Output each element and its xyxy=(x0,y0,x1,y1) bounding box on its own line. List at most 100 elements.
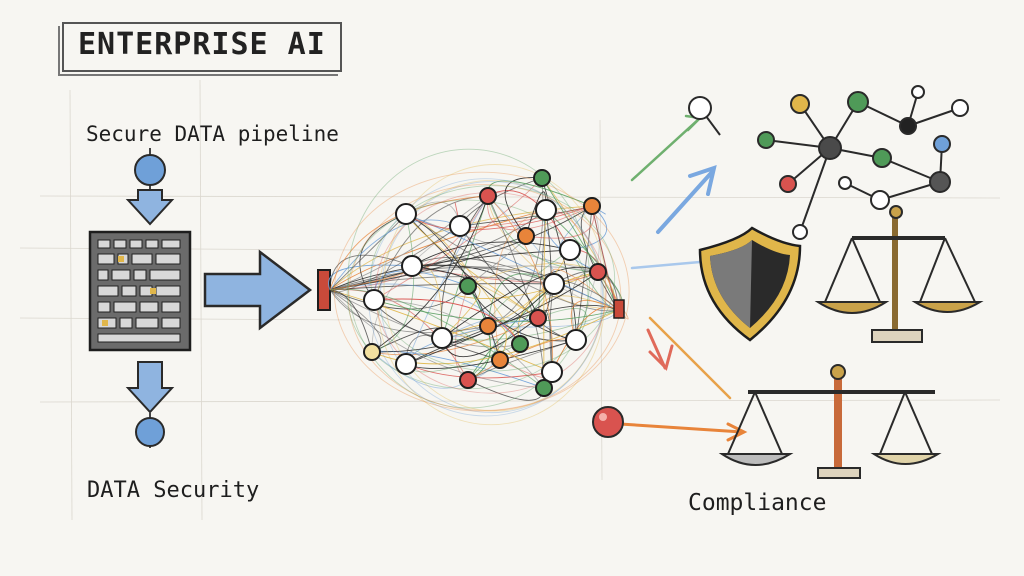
network-node xyxy=(363,289,385,311)
network-edge xyxy=(329,205,593,291)
network-edges xyxy=(328,148,630,426)
compliance-arrow-icon xyxy=(618,422,744,434)
network-edge xyxy=(329,219,461,291)
network-node xyxy=(589,263,607,281)
network-node xyxy=(541,361,563,383)
network-node xyxy=(511,335,529,353)
network-node xyxy=(479,187,497,205)
network-node xyxy=(543,273,565,295)
blue-arrowhead xyxy=(688,164,717,196)
network-edge xyxy=(441,309,619,341)
network-edge xyxy=(405,195,489,365)
network-edge xyxy=(371,225,461,353)
network-edge xyxy=(329,289,373,353)
network-edge xyxy=(487,195,554,373)
network-node xyxy=(401,255,423,277)
network-edge xyxy=(329,289,545,389)
neural-network-icon xyxy=(317,148,630,426)
network-loop xyxy=(348,184,622,411)
network-edge xyxy=(575,205,600,341)
down-arrow-bottom-icon xyxy=(125,361,175,414)
network-edge xyxy=(487,195,599,273)
compliance-arrowhead xyxy=(726,422,748,442)
blue-arrow-icon xyxy=(656,170,714,234)
output-arrows xyxy=(618,114,748,442)
light-arrow-icon xyxy=(630,260,702,270)
network-edge xyxy=(411,264,539,319)
network-nodes xyxy=(363,169,607,397)
network-node xyxy=(491,351,509,369)
network-edge xyxy=(373,299,619,322)
orange-arrow-icon xyxy=(648,316,732,400)
network-edge xyxy=(570,300,619,341)
network-edge xyxy=(569,205,608,251)
network-node xyxy=(459,277,477,295)
network-node xyxy=(395,353,417,375)
network-edge xyxy=(504,177,543,237)
red-arrowhead xyxy=(648,344,674,371)
network-edge xyxy=(405,205,593,231)
network-edge xyxy=(329,225,461,293)
network-edge xyxy=(371,283,555,353)
security-label: DATA Security xyxy=(87,478,260,503)
network-loop xyxy=(370,185,616,372)
network-node xyxy=(533,169,551,187)
network-edge xyxy=(405,213,599,273)
input-node-icon xyxy=(134,148,166,192)
network-edge xyxy=(459,205,593,227)
network-node xyxy=(529,309,547,327)
network-right-connector xyxy=(613,299,625,319)
network-edge xyxy=(551,306,619,373)
network-edge xyxy=(494,209,547,361)
red-arrow-icon xyxy=(646,328,667,370)
network-edge xyxy=(328,264,413,291)
right-arrow-icon xyxy=(203,249,313,331)
network-edge xyxy=(329,289,469,381)
network-edge xyxy=(329,289,553,373)
network-loop xyxy=(383,164,607,412)
red-node-icon xyxy=(592,406,624,438)
network-edge xyxy=(411,265,619,311)
network-edge xyxy=(329,195,489,291)
network-edge xyxy=(373,177,543,301)
network-edge xyxy=(371,350,545,389)
network-node xyxy=(517,227,535,245)
network-edge xyxy=(329,285,469,310)
network-edge xyxy=(487,273,555,327)
network-node xyxy=(363,343,381,361)
network-node xyxy=(583,197,601,215)
network-edge xyxy=(373,298,521,345)
network-node xyxy=(559,239,581,261)
network-edge xyxy=(329,209,547,291)
balance-scale-icon xyxy=(814,205,984,343)
network-edge xyxy=(487,190,571,251)
network-node xyxy=(431,327,453,349)
network-loop xyxy=(347,148,591,409)
network-node xyxy=(395,203,417,225)
network-edge xyxy=(467,285,496,381)
network-edge xyxy=(405,213,501,361)
network-node xyxy=(459,371,477,389)
pipeline-label: Secure DATA pipeline xyxy=(86,122,339,146)
network-left-connector xyxy=(317,269,331,311)
network-node xyxy=(449,215,471,237)
network-edge xyxy=(329,283,521,345)
network-edge xyxy=(329,289,489,334)
network-edge xyxy=(371,213,415,353)
network-edge xyxy=(405,213,619,311)
network-loop xyxy=(333,171,630,412)
compliance-label: Compliance xyxy=(688,490,827,516)
down-arrow-top-icon xyxy=(125,189,175,226)
title-frame xyxy=(62,22,342,72)
output-node-icon xyxy=(135,412,165,448)
network-node xyxy=(535,199,557,221)
network-node xyxy=(535,379,553,397)
network-node xyxy=(479,317,497,335)
server-rack-icon xyxy=(88,230,192,352)
network-edge xyxy=(411,241,571,267)
page-title: ENTERPRISE AI xyxy=(78,27,326,62)
compliance-scale-icon xyxy=(718,364,942,479)
shield-icon xyxy=(698,226,802,342)
